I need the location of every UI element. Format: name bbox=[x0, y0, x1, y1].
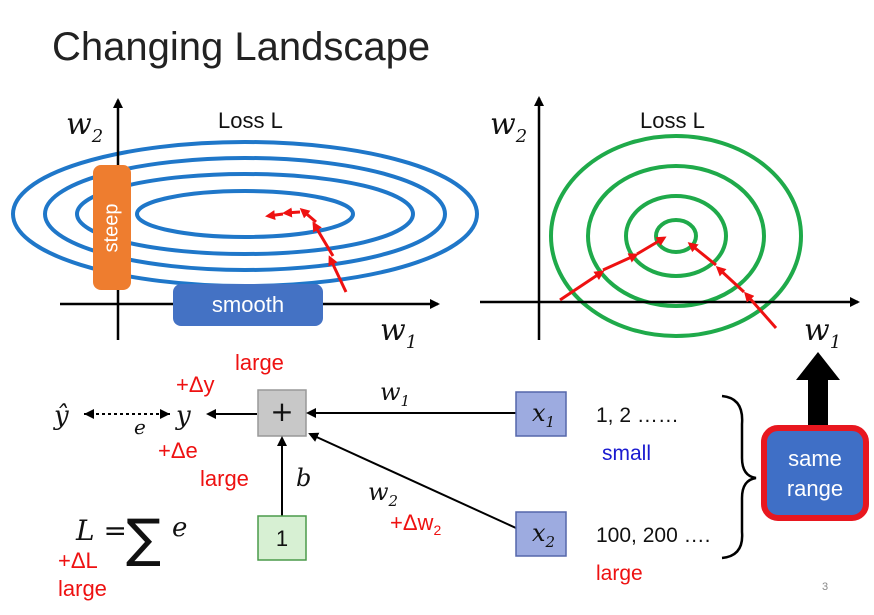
descent-step bbox=[299, 208, 317, 224]
left-contour-ellipses bbox=[11, 140, 479, 288]
network-diagram: ŷ e y +Δy large +Δe large + w1 w2 +Δw2 b… bbox=[53, 350, 869, 601]
bias-node-label: 1 bbox=[276, 526, 288, 551]
contour-circle-outer bbox=[549, 134, 803, 338]
loss-eq-left: L = bbox=[75, 514, 127, 547]
contour-ellipse-3 bbox=[43, 156, 447, 272]
right-descent-paths bbox=[559, 236, 778, 329]
x1-values: 1, 2 …… bbox=[596, 404, 679, 427]
x2-note: large bbox=[596, 562, 643, 585]
right-x-axis-label: w1 bbox=[804, 313, 841, 353]
delta-y-label: +Δy bbox=[176, 372, 215, 397]
x1-node bbox=[515, 391, 567, 437]
error-link-arrow-right bbox=[160, 409, 170, 419]
sum-node bbox=[257, 389, 307, 437]
large-mid-label: large bbox=[200, 466, 249, 491]
same-range-line1: same bbox=[788, 446, 842, 471]
w2-weight-label: w2 bbox=[368, 478, 398, 510]
x1-note: small bbox=[602, 442, 651, 465]
contour-circle-2 bbox=[624, 194, 728, 278]
descent-step bbox=[328, 255, 348, 293]
descent-step bbox=[312, 221, 335, 257]
bias-node bbox=[257, 515, 307, 561]
descent-step bbox=[282, 207, 301, 218]
x2-values: 100, 200 …. bbox=[596, 524, 710, 547]
contour-circle-3 bbox=[586, 164, 766, 308]
up-arrow-head bbox=[796, 352, 840, 380]
right-contour-circles bbox=[549, 134, 803, 338]
b-label: b bbox=[296, 464, 311, 492]
right-y-axis-label: w2 bbox=[490, 107, 527, 147]
loss-eq-e: e bbox=[172, 513, 187, 543]
page-number: 3 bbox=[822, 581, 828, 593]
same-range-line2: range bbox=[787, 476, 843, 501]
sum-node-label: + bbox=[270, 395, 293, 428]
descent-step bbox=[559, 270, 605, 302]
y-label: y bbox=[175, 401, 191, 431]
x2-to-sum-arrow bbox=[308, 432, 517, 529]
smooth-box bbox=[173, 284, 323, 326]
contour-ellipse-inner bbox=[135, 189, 355, 239]
left-plot-title: Loss L bbox=[218, 108, 283, 133]
up-arrow-shaft bbox=[808, 378, 828, 438]
left-descent-path bbox=[265, 207, 348, 293]
same-range-box bbox=[761, 425, 869, 521]
contour-ellipse-2 bbox=[75, 172, 415, 256]
grouping-brace bbox=[721, 394, 757, 560]
w1-weight-label: w1 bbox=[380, 378, 410, 410]
x2-node-label: x2 bbox=[532, 519, 555, 551]
left-x-axis-label: w1 bbox=[380, 313, 417, 353]
descent-step bbox=[602, 253, 639, 272]
e-label: e bbox=[134, 415, 146, 439]
delta-L-label: +ΔL bbox=[58, 548, 98, 573]
smooth-label: smooth bbox=[212, 292, 284, 317]
descent-step bbox=[636, 236, 667, 256]
slide-title: Changing Landscape bbox=[52, 25, 430, 69]
error-link-arrow-left bbox=[84, 409, 94, 419]
right-plot-title: Loss L bbox=[640, 108, 705, 133]
large-top-label: large bbox=[235, 350, 284, 375]
descent-step bbox=[687, 242, 717, 267]
contour-ellipse-outer bbox=[11, 140, 479, 288]
x1-node-label: x1 bbox=[532, 399, 555, 431]
loss-eq-sum: ∑ bbox=[126, 509, 161, 569]
delta-w2-label: +Δw2 bbox=[390, 510, 441, 538]
delta-e-label: +Δe bbox=[158, 438, 198, 463]
y-hat-label: ŷ bbox=[53, 401, 69, 431]
steep-box bbox=[93, 165, 131, 290]
contour-circle-inner bbox=[654, 218, 698, 254]
x2-node bbox=[515, 511, 567, 557]
descent-step bbox=[265, 210, 284, 221]
descent-step bbox=[715, 265, 746, 294]
right-plot: Loss L w2 w1 bbox=[480, 96, 860, 353]
descent-step bbox=[744, 291, 778, 329]
left-y-axis-label: w2 bbox=[66, 107, 103, 147]
left-plot: steep smooth Loss L w2 w1 bbox=[11, 98, 479, 353]
large-bottom-label: large bbox=[58, 576, 107, 601]
steep-label: steep bbox=[100, 204, 122, 253]
